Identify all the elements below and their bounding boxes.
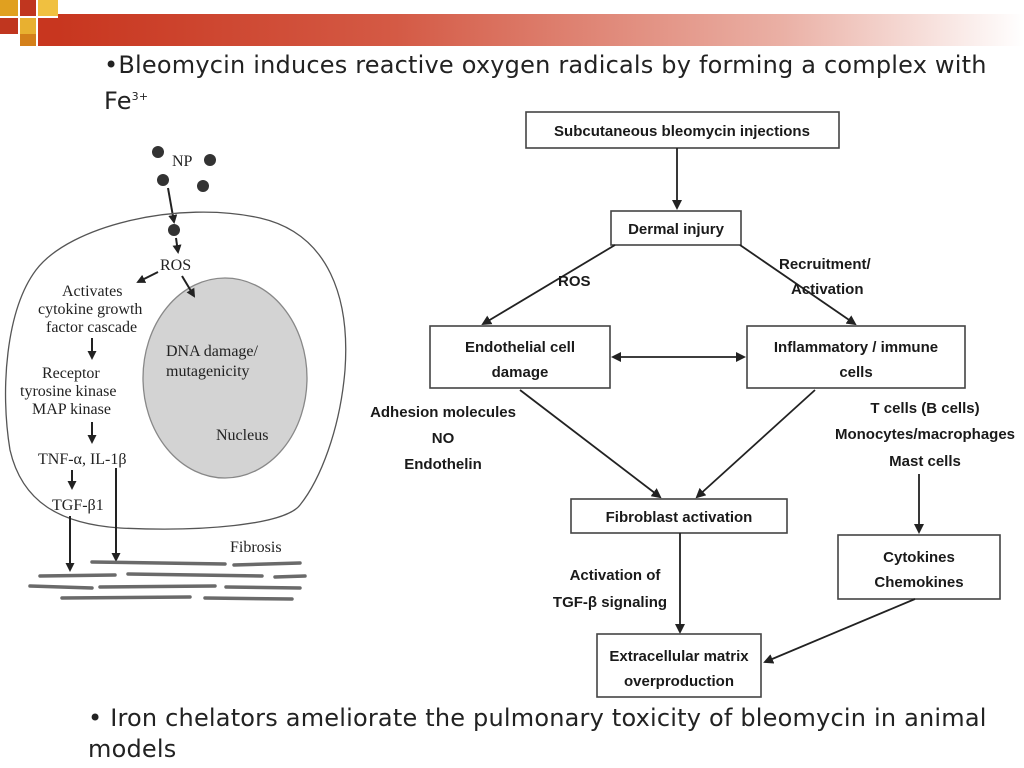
ros-in-arrow — [172, 237, 182, 254]
banner-square — [20, 0, 36, 16]
adhesion-line2: NO — [432, 430, 455, 447]
cell-diagram: NP ROS Activates cytokine growth factor … — [4, 146, 347, 601]
dna-line2: mutagenicity — [166, 363, 250, 380]
endothelial-line2: damage — [492, 364, 549, 381]
banner-square — [38, 18, 58, 46]
ecm-line1: Extracellular matrix — [609, 648, 749, 665]
superscript: 3+ — [131, 90, 149, 103]
ros-to-dna-arrow — [181, 275, 196, 298]
injections-box — [525, 111, 840, 149]
activates-line3: factor cascade — [46, 319, 137, 336]
tgf-signaling-line2: TGF-β signaling — [553, 594, 667, 611]
recruitment-line1: Recruitment/ — [779, 256, 872, 273]
inflammatory-box — [746, 325, 966, 389]
adhesion-line1: Adhesion molecules — [370, 404, 516, 421]
adhesion-line3: Endothelin — [404, 456, 482, 473]
fibroblast-label: Fibroblast activation — [606, 509, 753, 526]
nucleus-label: Nucleus — [216, 427, 268, 444]
np-label: NP — [172, 153, 193, 170]
receptor-line1: Receptor — [42, 365, 100, 382]
fibroblast-box — [570, 498, 788, 534]
tcells-line2: Monocytes/macrophages — [835, 426, 1015, 443]
cell-membrane — [4, 211, 347, 530]
cytokines-line2: Chemokines — [874, 574, 963, 591]
tnf-label: TNF-α, IL-1β — [38, 451, 127, 468]
ros-label: ROS — [160, 257, 191, 274]
bullet-marker: • — [88, 704, 103, 732]
tcells-line1: T cells (B cells) — [870, 400, 979, 417]
inflammatory-to-fibroblast-arrow — [695, 389, 816, 499]
ros-branch-label: ROS — [558, 273, 591, 290]
np-particle — [197, 180, 209, 192]
bullet-text: Bleomycin induces reactive oxygen radica… — [104, 51, 987, 115]
tgf-signaling-line1: Activation of — [570, 567, 662, 584]
flowchart: Subcutaneous bleomycin injections Dermal… — [370, 111, 1015, 698]
ros-to-activates-arrow — [136, 271, 159, 283]
np-particle — [152, 146, 164, 158]
tgf-label: TGF-β1 — [52, 497, 104, 514]
banner-square — [38, 0, 58, 16]
banner-square — [20, 18, 36, 34]
bullet-bleomycin: •Bleomycin induces reactive oxygen radic… — [104, 50, 1004, 117]
endothelial-line1: Endothelial cell — [465, 339, 575, 356]
inflammatory-line1: Inflammatory / immune — [774, 339, 938, 356]
bullet-marker: • — [104, 51, 119, 79]
dermal-to-endothelial-arrow — [481, 244, 616, 326]
endothelial-to-fibroblast-arrow — [519, 389, 662, 499]
bullet-iron-chelators: • Iron chelators ameliorate the pulmonar… — [88, 703, 988, 765]
np-particle — [157, 174, 169, 186]
activates-line1: Activates — [62, 283, 122, 300]
cytokines-to-ecm-arrow — [763, 598, 916, 664]
banner-stripe — [58, 14, 1024, 46]
ecm-line2: overproduction — [624, 673, 734, 690]
dermal-injury-box — [610, 210, 742, 246]
banner-square — [20, 34, 36, 46]
bullet-text: Iron chelators ameliorate the pulmonary … — [88, 704, 987, 763]
dermal-to-inflammatory-arrow — [739, 244, 857, 326]
dermal-injury-label: Dermal injury — [628, 221, 725, 238]
ecm-box — [596, 633, 762, 698]
receptor-line3: MAP kinase — [32, 401, 111, 418]
header-banner — [0, 0, 1024, 46]
np-particle — [204, 154, 216, 166]
inflammatory-line2: cells — [839, 364, 872, 381]
fibrosis-fibers — [28, 560, 307, 601]
cytokines-line1: Cytokines — [883, 549, 955, 566]
np-particle — [168, 224, 180, 236]
receptor-line2: tyrosine kinase — [20, 383, 116, 400]
fibrosis-label: Fibrosis — [230, 539, 282, 556]
banner-square — [0, 0, 18, 16]
nucleus — [142, 277, 308, 479]
dna-line1: DNA damage/ — [166, 343, 259, 360]
tcells-line3: Mast cells — [889, 453, 961, 470]
injections-label: Subcutaneous bleomycin injections — [554, 123, 810, 140]
endothelial-box — [429, 325, 611, 389]
recruitment-line2: Activation — [791, 281, 864, 298]
cytokines-box — [837, 534, 1001, 600]
banner-square — [0, 18, 18, 34]
np-arrow — [167, 187, 178, 224]
activates-line2: cytokine growth — [38, 301, 142, 318]
